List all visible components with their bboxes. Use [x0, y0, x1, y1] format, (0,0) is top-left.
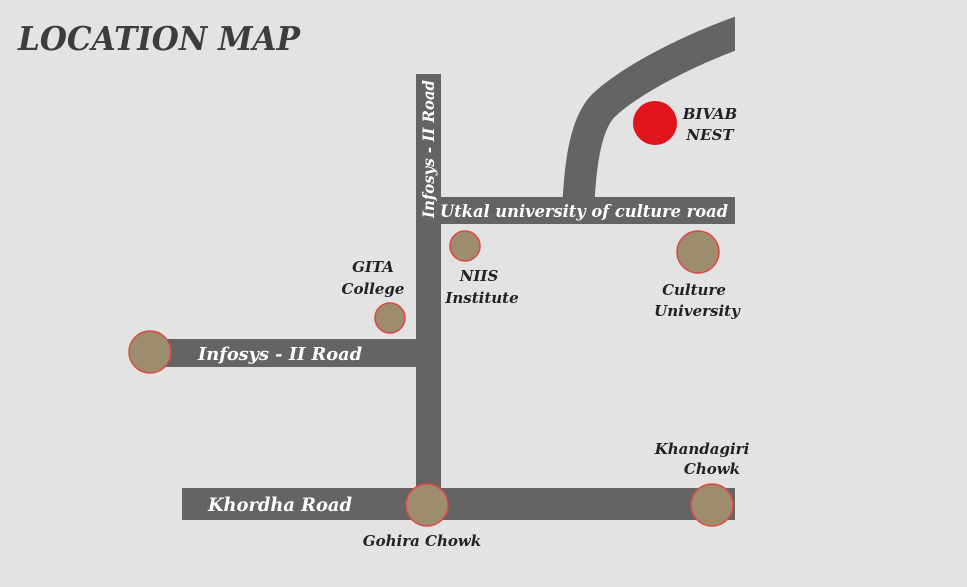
bivab-nest-label-line-2: NEST: [685, 126, 735, 144]
khandagiri-chowk-label-line-2: Chowk: [684, 460, 740, 478]
landmark-culture-university: Culture University: [654, 230, 741, 320]
landmark-khandagiri-chowk: Khandagiri Chowk: [654, 440, 750, 527]
utkal-university-road: [416, 197, 735, 224]
infosys-road-end-marker: [128, 330, 172, 374]
bivab-nest-label-line-1: BIVAB: [682, 105, 738, 123]
landmark-bivab-nest: BIVAB NEST: [633, 101, 737, 145]
culture-university-marker-icon: [676, 230, 720, 274]
culture-university-label-line-1: Culture: [662, 281, 726, 299]
gita-college-marker-icon: [374, 302, 406, 334]
gita-college-label-line-2: College: [342, 280, 405, 298]
road-labels: Infosys - II Road Utkal university of cu…: [197, 80, 728, 516]
niis-institute-label-line-2: Institute: [444, 289, 518, 307]
roads: [150, 16, 735, 520]
map-title: LOCATION MAP: [17, 19, 301, 58]
gohira-chowk-marker-icon: [405, 483, 449, 527]
khandagiri-chowk-marker-icon: [690, 483, 734, 527]
landmark-gohira-chowk: Gohira Chowk: [363, 483, 481, 550]
gita-college-label-line-1: GITA: [352, 258, 394, 276]
curved-road: [562, 16, 735, 213]
gohira-chowk-label: Gohira Chowk: [363, 532, 481, 550]
khandagiri-chowk-label-line-1: Khandagiri: [654, 440, 750, 458]
culture-university-label-line-2: University: [654, 302, 741, 320]
bivab-nest-red-dot-icon: [633, 101, 677, 145]
utkal-road-label: Utkal university of culture road: [440, 202, 728, 222]
infosys-vertical-road: [416, 74, 441, 514]
landmark-niis-institute: NIIS Institute: [444, 230, 519, 307]
infosys-horizontal-road-label: Infosys - II Road: [197, 344, 362, 365]
niis-institute-label-line-1: NIIS: [459, 267, 499, 285]
infosys-vertical-road-label: Infosys - II Road: [419, 80, 438, 219]
khordha-road-label: Khordha Road: [207, 494, 352, 516]
niis-institute-marker-icon: [449, 230, 481, 262]
khordha-road: [182, 488, 735, 520]
infosys-horizontal-road: [150, 339, 441, 367]
landmark-gita-college: GITA College: [342, 258, 406, 334]
